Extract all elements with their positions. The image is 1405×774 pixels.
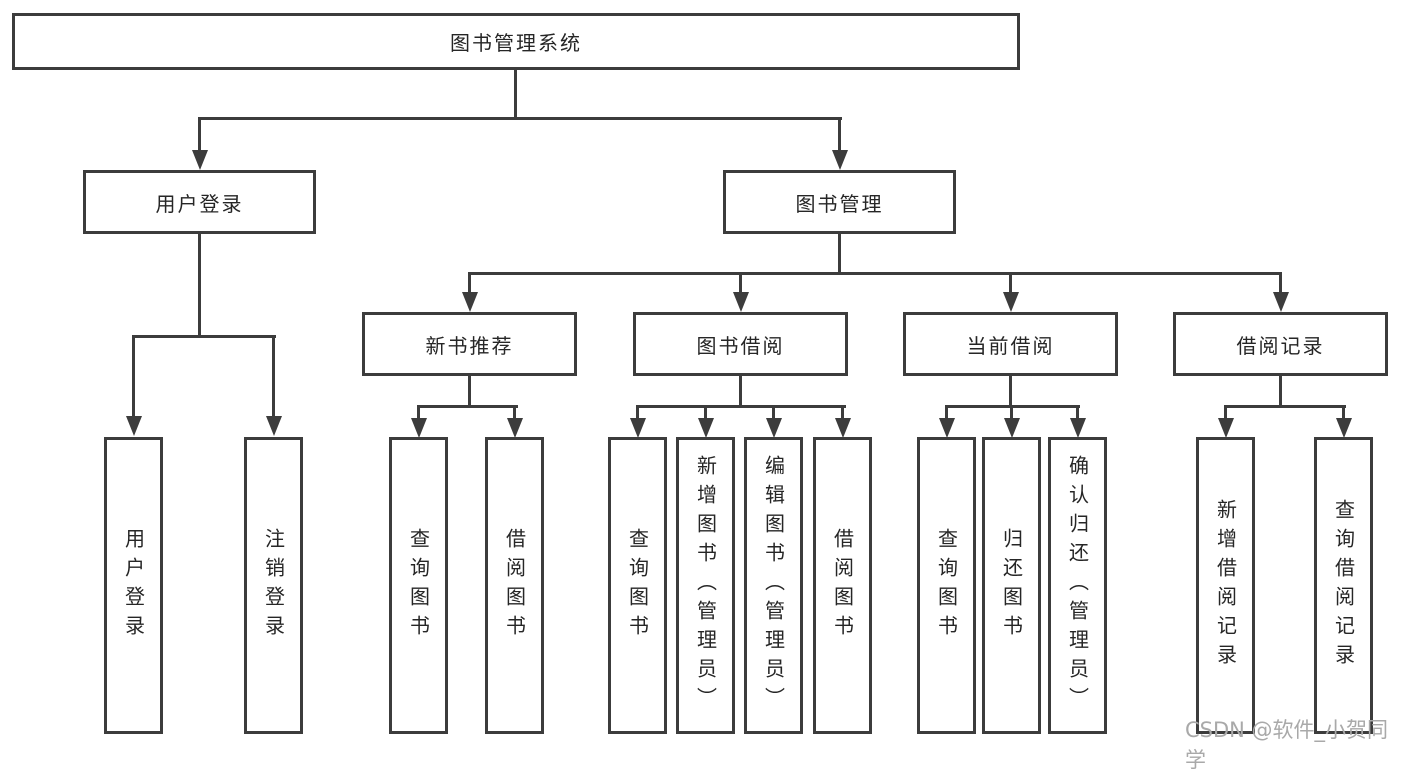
arrow-down-icon (411, 418, 427, 438)
connector-book-mgmt-rail (468, 272, 1282, 275)
connector-arrow-shaft (1009, 272, 1012, 293)
node-leaf-query-borrow-record: 查询借阅记录 (1314, 437, 1373, 734)
node-leaf-user-login: 用户登录 (104, 437, 163, 734)
arrow-down-icon (698, 418, 714, 438)
node-book-borrow: 图书借阅 (633, 312, 848, 376)
connector-arrow-shaft (1279, 272, 1282, 293)
arrow-down-icon (126, 416, 142, 436)
node-label: 归还图书 (999, 527, 1024, 644)
node-leaf-query-book-recommend: 查询图书 (389, 437, 448, 734)
arrow-down-icon (1336, 418, 1352, 438)
node-label: 查询图书 (625, 527, 650, 644)
arrow-down-icon (462, 292, 478, 312)
connector-stub (468, 376, 471, 407)
node-label: 查询图书 (934, 527, 959, 644)
csdn-watermark: CSDN @软件_小贺同学 (1185, 718, 1389, 772)
node-leaf-query-book-current: 查询图书 (917, 437, 976, 734)
node-label: 用户登录 (155, 191, 244, 216)
arrow-down-icon (507, 418, 523, 438)
connector-arrow-shaft (636, 405, 639, 419)
node-label: 新增图书（管理员） (693, 455, 718, 716)
connector-arrow-shaft (417, 405, 420, 419)
connector-book-mgmt-stub (838, 234, 841, 274)
node-leaf-return-book: 归还图书 (982, 437, 1041, 734)
arrow-down-icon (1004, 418, 1020, 438)
node-label: 图书借阅 (696, 333, 785, 358)
connector-arrow-shaft (772, 405, 775, 419)
arrow-down-icon (266, 416, 282, 436)
connector-arrow-shaft (739, 272, 742, 293)
connector-user-login-rail (132, 335, 276, 338)
connector-arrow-shaft (468, 272, 471, 293)
arrow-down-icon (192, 150, 208, 170)
connector-arrow-shaft (838, 117, 841, 151)
connector-arrow-shaft (1076, 405, 1079, 419)
arrow-down-icon (832, 150, 848, 170)
arrow-down-icon (1070, 418, 1086, 438)
node-new-book-recommend: 新书推荐 (362, 312, 577, 376)
node-label: 新书推荐 (425, 333, 514, 358)
connector-arrow-shaft (513, 405, 516, 419)
node-user-login-module: 用户登录 (83, 170, 316, 234)
arrow-down-icon (939, 418, 955, 438)
connector-rail (417, 405, 518, 408)
node-leaf-query-book-borrow: 查询图书 (608, 437, 667, 734)
node-label: 图书管理系统 (450, 31, 582, 55)
connector-arrow-shaft (841, 405, 844, 419)
connector-arrow-shaft (1342, 405, 1345, 419)
connector-root-stub (514, 70, 517, 119)
arrow-down-icon (1218, 418, 1234, 438)
connector-arrow-shaft (132, 335, 135, 417)
arrow-down-icon (1273, 292, 1289, 312)
connector-arrow-shaft (1224, 405, 1227, 419)
connector-arrow-shaft (945, 405, 948, 419)
node-label: 查询图书 (406, 527, 431, 644)
node-label: 确认归还（管理员） (1065, 455, 1090, 716)
node-label: 用户登录 (121, 527, 146, 644)
connector-root-rail (198, 117, 842, 120)
arrow-down-icon (835, 418, 851, 438)
node-leaf-borrow-book: 借阅图书 (813, 437, 872, 734)
connector-arrow-shaft (198, 117, 201, 151)
connector-stub (1279, 376, 1282, 407)
connector-arrow-shaft (272, 335, 275, 417)
connector-user-login-stub (198, 234, 201, 337)
connector-arrow-shaft (1010, 405, 1013, 419)
node-borrow-record: 借阅记录 (1173, 312, 1388, 376)
connector-rail (1224, 405, 1346, 408)
node-label: 当前借阅 (966, 333, 1055, 358)
node-label: 查询借阅记录 (1331, 498, 1356, 673)
node-label: 新增借阅记录 (1213, 498, 1238, 673)
node-label: 借阅图书 (502, 527, 527, 644)
arrow-down-icon (766, 418, 782, 438)
node-leaf-add-borrow-record: 新增借阅记录 (1196, 437, 1255, 734)
node-label: 注销登录 (261, 527, 286, 644)
arrow-down-icon (1003, 292, 1019, 312)
node-leaf-borrow-book-recommend: 借阅图书 (485, 437, 544, 734)
connector-arrow-shaft (704, 405, 707, 419)
node-book-management-module: 图书管理 (723, 170, 956, 234)
node-leaf-add-book-admin: 新增图书（管理员） (676, 437, 735, 734)
connector-stub (1009, 376, 1012, 407)
node-label: 图书管理 (795, 191, 884, 216)
node-label: 编辑图书（管理员） (761, 455, 786, 716)
node-leaf-edit-book-admin: 编辑图书（管理员） (744, 437, 803, 734)
arrow-down-icon (630, 418, 646, 438)
connector-rail (636, 405, 846, 408)
node-label: 借阅图书 (830, 527, 855, 644)
node-leaf-logout: 注销登录 (244, 437, 303, 734)
node-current-borrow: 当前借阅 (903, 312, 1118, 376)
arrow-down-icon (733, 292, 749, 312)
node-library-system: 图书管理系统 (12, 13, 1020, 70)
node-label: 借阅记录 (1236, 333, 1325, 358)
node-leaf-confirm-return-admin: 确认归还（管理员） (1048, 437, 1107, 734)
connector-stub (739, 376, 742, 407)
